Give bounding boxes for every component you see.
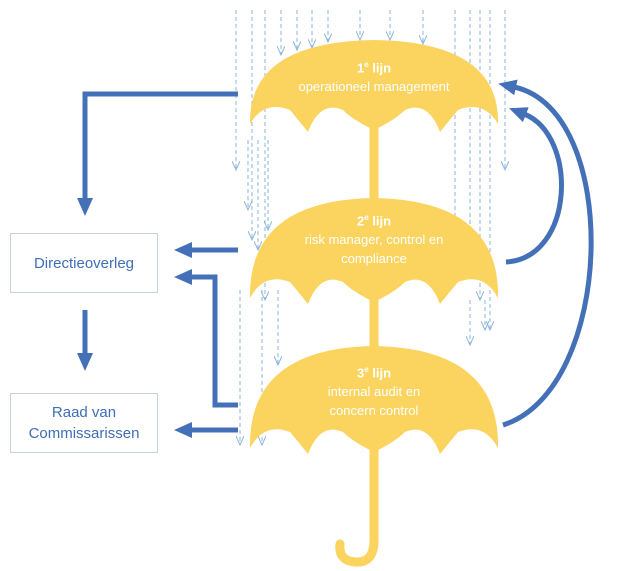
umbrella-canopies <box>249 40 499 454</box>
umbrella-1-title: 1e lijn <box>356 60 392 76</box>
raad-label-line-1: Raad van <box>51 404 117 421</box>
umbrella-3-line-2: concern control <box>329 403 419 419</box>
umbrella-3-label: 3e lijn internal audit en concern contro… <box>264 360 484 420</box>
umbrella-2-line-1: risk manager, control en <box>304 232 444 248</box>
umbrella-2-label: 2e lijn risk manager, control en complia… <box>264 208 484 268</box>
umbrella-2-title: 2e lijn <box>356 213 392 229</box>
reporting-arrows <box>77 79 594 438</box>
umbrella-1-label: 1e lijn operationeel management <box>264 55 484 96</box>
raad-label-line-2: Commissarissen <box>28 425 140 442</box>
umbrella-3-canopy-icon <box>249 346 499 454</box>
umbrella-handle-icon <box>335 535 379 567</box>
raad-van-commissarissen-box: Raad van Commissarissen <box>10 393 158 453</box>
arrow-3rd-line-to-directieoverleg <box>174 269 238 408</box>
directieoverleg-label: Directieoverleg <box>33 254 135 272</box>
umbrella-1-line-1: operationeel management <box>298 79 450 95</box>
umbrella-1-canopy-icon <box>249 40 499 132</box>
umbrella-3-line-1: internal audit en <box>327 384 421 400</box>
arrow-3rd-line-feedback <box>498 79 594 428</box>
arrow-1st-line-to-directieoverleg <box>77 91 238 216</box>
umbrella-shaft <box>335 75 379 567</box>
umbrella-3-title: 3e lijn <box>356 365 392 381</box>
umbrella-2-line-2: compliance <box>341 251 407 267</box>
arrow-2nd-line-feedback <box>505 107 564 265</box>
umbrella-2-canopy-icon <box>249 198 499 304</box>
directieoverleg-box: Directieoverleg <box>10 233 158 293</box>
